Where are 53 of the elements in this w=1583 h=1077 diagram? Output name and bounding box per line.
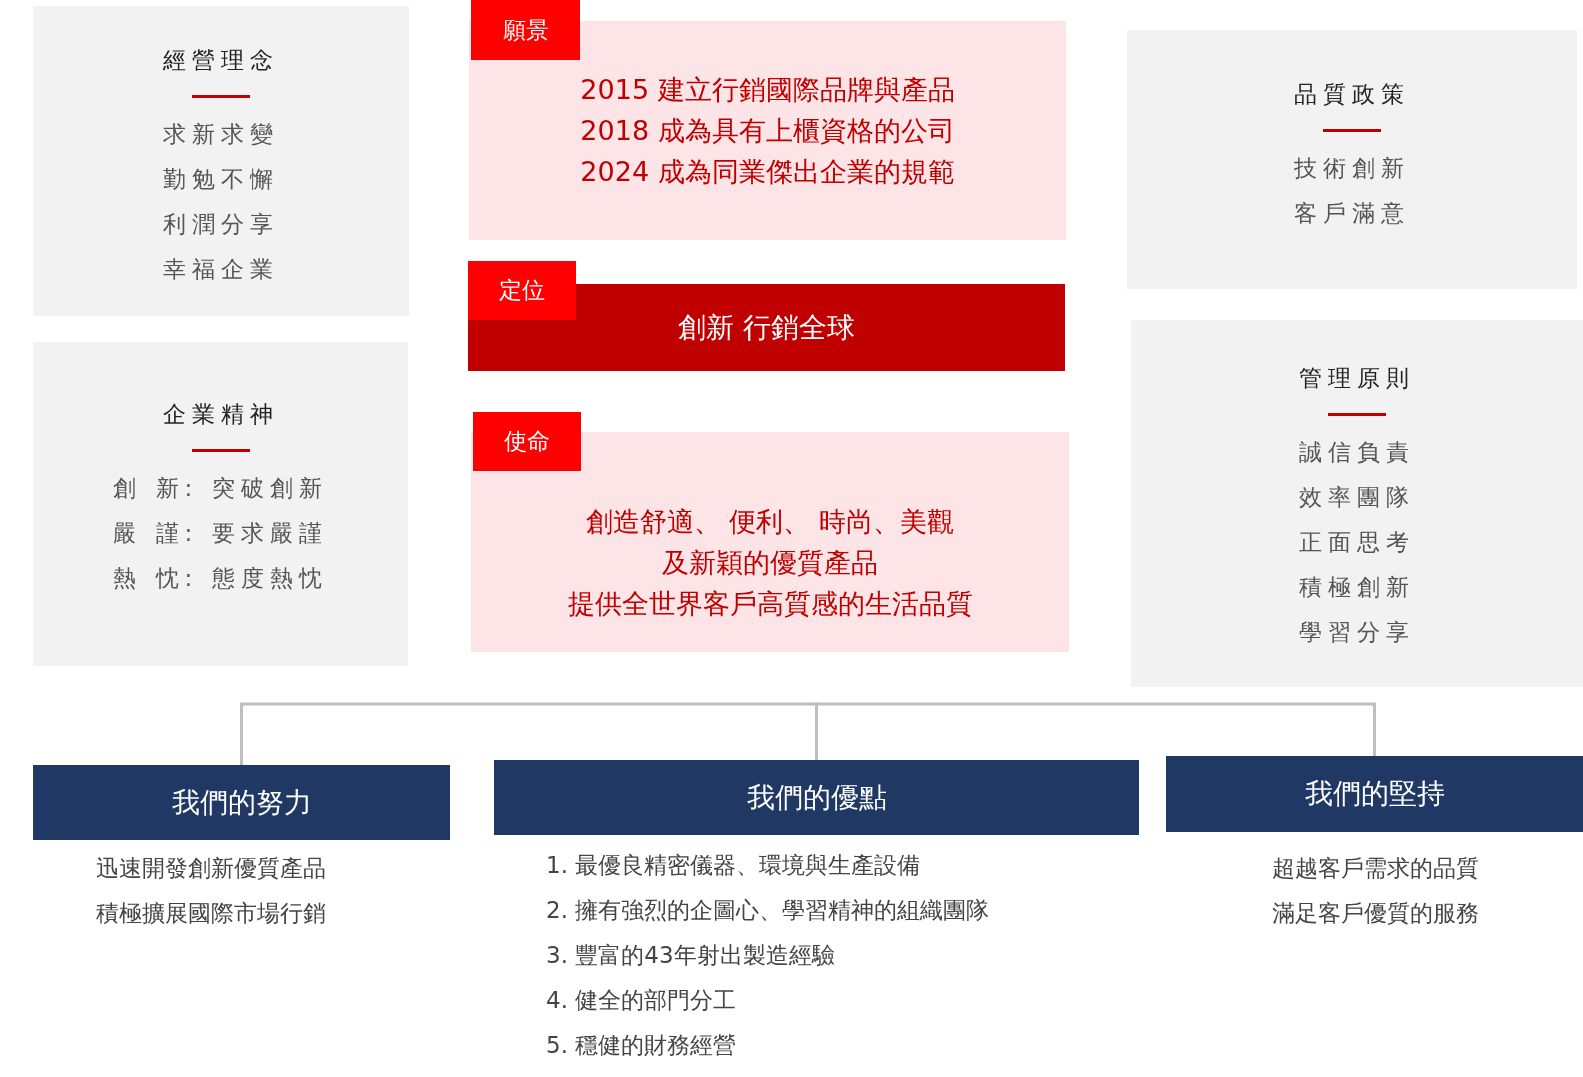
list-item: 迅速開發創新優質產品 — [96, 854, 326, 883]
info-card — [1131, 320, 1583, 687]
list-item: 滿足客戶優質的服務 — [1272, 899, 1479, 928]
info-card — [33, 6, 409, 316]
statement-line: 2018 成為具有上櫃資格的公司 — [580, 114, 955, 148]
card-heading: 企業精神 — [162, 400, 279, 429]
card-heading: 品質政策 — [1294, 80, 1410, 109]
label-text: 我們的努力 — [171, 784, 312, 821]
tab-label — [471, 0, 580, 60]
label-text: 定位 — [499, 276, 545, 305]
list-item: 積極擴展國際市場行銷 — [96, 899, 326, 928]
list-item: 勤勉不懈 — [163, 165, 279, 194]
tab-label — [473, 412, 581, 471]
label-text: 使命 — [504, 427, 550, 456]
list-item: 熱 忱: 態度熱忱 — [113, 564, 328, 593]
list-item: 5. 穩健的財務經營 — [546, 1031, 737, 1060]
list-item: 客戶滿意 — [1294, 199, 1410, 228]
statement-panel — [471, 432, 1069, 652]
list-item: 2. 擁有強烈的企圖心、學習精神的組織團隊 — [546, 896, 990, 925]
statement-panel — [469, 21, 1066, 240]
info-card — [1127, 30, 1577, 289]
label-text: 我們的優點 — [746, 779, 887, 816]
list-item: 學習分享 — [1299, 618, 1415, 647]
connector-line — [240, 702, 818, 765]
section-header — [1166, 756, 1583, 832]
statement-line: 創造舒適、 便利、 時尚、美觀 — [585, 504, 955, 539]
list-item: 技術創新 — [1294, 154, 1410, 183]
statement-line: 2015 建立行銷國際品牌與產品 — [580, 73, 955, 107]
list-item: 積極創新 — [1299, 573, 1415, 602]
label-text: 創新 行銷全球 — [678, 309, 855, 346]
list-item: 求新求變 — [163, 120, 279, 149]
card-heading: 管理原則 — [1299, 364, 1415, 393]
list-item: 誠信負責 — [1299, 438, 1415, 467]
list-item: 3. 豐富的43年射出製造經驗 — [546, 941, 835, 970]
list-item: 效率團隊 — [1299, 483, 1415, 512]
list-item: 利潤分享 — [163, 210, 279, 239]
section-header — [33, 765, 450, 840]
list-item: 超越客戶需求的品質 — [1272, 854, 1479, 883]
list-item: 1. 最優良精密儀器、環境與生產設備 — [546, 851, 921, 880]
label-text: 願景 — [502, 15, 549, 45]
list-item: 正面思考 — [1299, 528, 1415, 557]
statement-line: 2024 成為同業傑出企業的規範 — [580, 155, 955, 189]
card-heading: 經營理念 — [163, 46, 279, 75]
statement-line: 提供全世界客戶高質感的生活品質 — [567, 586, 973, 621]
label-text: 我們的堅持 — [1304, 776, 1445, 812]
list-item: 嚴 謹: 要求嚴謹 — [113, 519, 328, 548]
tab-label — [468, 261, 576, 320]
section-header — [494, 760, 1139, 835]
list-item: 4. 健全的部門分工 — [546, 986, 737, 1015]
info-card — [33, 342, 408, 666]
list-item: 創 新: 突破創新 — [113, 474, 328, 503]
statement-line: 及新穎的優質產品 — [662, 545, 878, 580]
list-item: 幸福企業 — [163, 255, 279, 284]
